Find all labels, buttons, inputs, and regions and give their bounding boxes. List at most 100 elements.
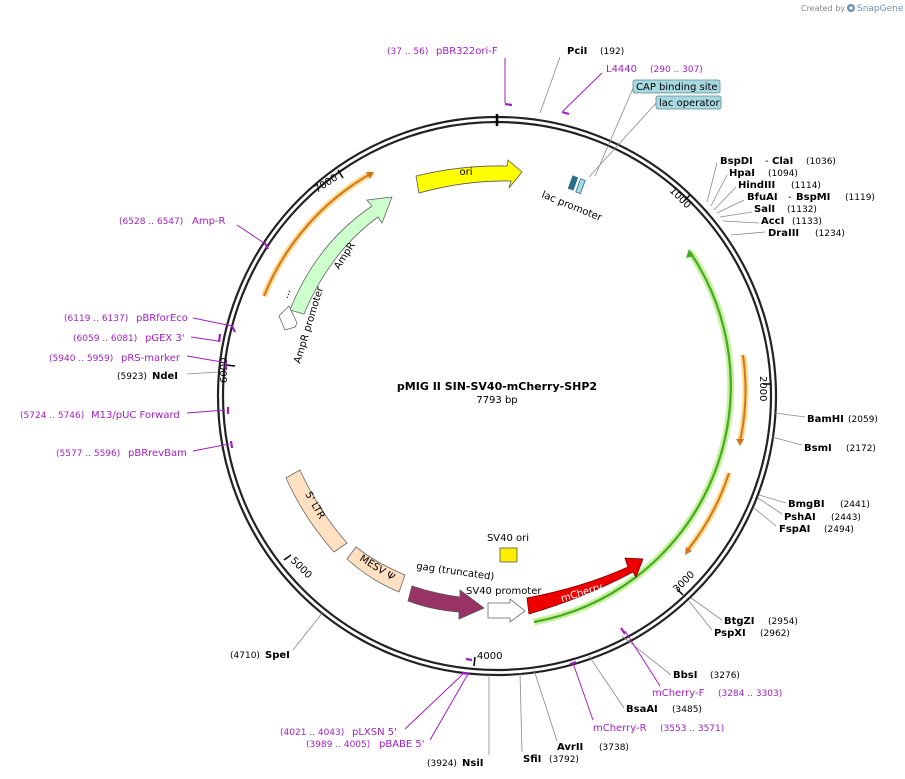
credit-prefix: Created by	[801, 4, 845, 13]
svg-text:(5577 .. 5596): (5577 .. 5596)	[56, 449, 120, 459]
svg-text:lac operator: lac operator	[659, 98, 720, 109]
feature-sv40-promoter[interactable]: SV40 promoter	[466, 586, 542, 623]
svg-text:L4440: L4440	[606, 64, 637, 75]
enzyme-pshai[interactable]: PshAI (2443)	[757, 497, 861, 523]
enzyme-sfii[interactable]: SfiI (3792)	[519, 672, 579, 765]
svg-text:(5923): (5923)	[117, 372, 147, 382]
svg-text:1000: 1000	[667, 185, 693, 211]
svg-text:(3924): (3924)	[427, 759, 457, 769]
feature-5-ltr[interactable]: 5' LTR	[285, 469, 348, 553]
svg-text:NdeI: NdeI	[152, 371, 178, 382]
enzyme-fspai[interactable]: FspAI (2494)	[753, 507, 854, 535]
svg-text:pBRforEco: pBRforEco	[136, 313, 188, 324]
feature-ori[interactable]: ori	[415, 159, 523, 194]
orf-arc-ampr	[261, 170, 374, 298]
enzyme-bfuai-bspmi[interactable]: BfuAI - BspMI (1119)	[716, 192, 875, 214]
enzyme-acci[interactable]: AccI (1133)	[722, 216, 822, 227]
svg-text:(2494): (2494)	[824, 525, 854, 535]
primer-amp-r[interactable]: (6528 .. 6547) Amp-R	[119, 216, 269, 250]
feature-lac-promoter[interactable]: lac promoter	[540, 175, 604, 224]
svg-text:(1133): (1133)	[792, 217, 822, 227]
svg-text:(6119 .. 6137): (6119 .. 6137)	[64, 314, 128, 324]
enzyme-bbsi[interactable]: BbsI (3276)	[621, 635, 740, 681]
cap-binding-site-label[interactable]: CAP binding site	[594, 79, 721, 177]
primer-pbrforeco[interactable]: (6119 .. 6137) pBRforEco	[64, 313, 236, 333]
enzyme-sali[interactable]: SalI (1132)	[719, 204, 817, 218]
svg-text:lac promoter: lac promoter	[540, 190, 604, 225]
svg-text:4000: 4000	[477, 651, 502, 662]
feature-sv40-ori[interactable]: SV40 ori	[487, 533, 529, 563]
svg-text:BspDI: BspDI	[720, 156, 753, 167]
svg-text:pBABE 5': pBABE 5'	[379, 739, 425, 750]
primer-mcherry-f[interactable]: mCherry-F (3284 .. 3303)	[620, 627, 782, 699]
enzyme-bspdi-clai[interactable]: BspDI - ClaI (1036)	[706, 156, 836, 203]
enzyme-pcii[interactable]: PciI (192)	[539, 46, 624, 114]
svg-text:(1036): (1036)	[806, 157, 836, 167]
enzyme-pspxi[interactable]: PspXI (2962)	[688, 600, 790, 639]
svg-text:pBRrevBam: pBRrevBam	[128, 448, 187, 459]
svg-text:(3792): (3792)	[549, 755, 579, 765]
svg-text:Amp-R: Amp-R	[192, 216, 226, 227]
svg-text:(3738): (3738)	[599, 743, 629, 753]
lac-operator-label[interactable]: lac operator	[588, 95, 722, 178]
enzyme-spei[interactable]: (4710) SpeI	[230, 611, 324, 661]
svg-text:(1094): (1094)	[768, 169, 798, 179]
svg-text:(3553 .. 3571): (3553 .. 3571)	[660, 724, 724, 734]
svg-text:BamHI: BamHI	[807, 414, 844, 425]
enzyme-bamhi[interactable]: BamHI (2059)	[774, 412, 878, 425]
primer-m13-puc-forward[interactable]: (5724 .. 5746) M13/pUC Forward	[20, 407, 230, 421]
enzyme-bsmi[interactable]: BsmI (2172)	[771, 436, 876, 454]
svg-text:ori: ori	[459, 167, 472, 178]
tick-3000: 3000	[671, 569, 697, 596]
svg-text:(2441): (2441)	[840, 500, 870, 510]
primer-mcherry-r[interactable]: mCherry-R (3553 .. 3571)	[569, 660, 724, 734]
enzyme-avrii[interactable]: AvrII (3738)	[533, 669, 629, 753]
svg-text:3000: 3000	[671, 569, 697, 595]
feature-mesv-psi[interactable]: MESV Ψ	[346, 546, 406, 593]
svg-text:pBR322ori-F: pBR322ori-F	[436, 46, 498, 57]
svg-text:BtgZI: BtgZI	[724, 616, 755, 627]
enzyme-bsaai[interactable]: BsaAI (3485)	[588, 655, 702, 715]
enzyme-hpai[interactable]: HpaI (1094)	[710, 168, 798, 207]
svg-text:M13/pUC Forward: M13/pUC Forward	[91, 410, 180, 421]
primer-plxsn[interactable]: (4021 .. 4043) pLXSN 5'	[280, 657, 473, 738]
svg-text:6000: 6000	[219, 358, 230, 383]
svg-text:(3284 .. 3303): (3284 .. 3303)	[718, 689, 782, 699]
svg-text:SpeI: SpeI	[265, 650, 290, 661]
orf-arc-inner-1	[736, 354, 749, 446]
svg-text:DraIII: DraIII	[768, 228, 799, 239]
feature-ampr[interactable]: AmpR ···	[282, 196, 393, 315]
enzyme-bmgbi[interactable]: BmgBI (2441)	[758, 494, 870, 510]
primer-pbrrevbam[interactable]: (5577 .. 5596) pBRrevBam	[56, 440, 234, 459]
svg-text:(6059 .. 6081): (6059 .. 6081)	[73, 334, 137, 344]
svg-text:(4021 .. 4043): (4021 .. 4043)	[280, 728, 344, 738]
enzyme-nsii[interactable]: (3924) NsiI	[427, 675, 490, 769]
enzyme-draiii[interactable]: DraIII (1234)	[730, 228, 845, 239]
primer-pgex-3[interactable]: (6059 .. 6081) pGEX 3'	[73, 333, 222, 344]
svg-text:PciI: PciI	[567, 46, 587, 57]
svg-text:mCherry-F: mCherry-F	[652, 688, 705, 699]
svg-text:(1234): (1234)	[815, 229, 845, 239]
svg-text:PshAI: PshAI	[784, 512, 816, 523]
primer-prs-marker[interactable]: (5940 .. 5959) pRS-marker	[49, 353, 228, 370]
enzyme-ndei[interactable]: (5923) NdeI	[117, 371, 219, 382]
orf-arc-inner-2	[684, 472, 732, 555]
svg-text:BspMI: BspMI	[796, 192, 830, 203]
tick-5000: 5000	[283, 554, 314, 581]
svg-text:BmgBI: BmgBI	[788, 499, 825, 510]
primer-l4440[interactable]: L4440 (290 .. 307)	[561, 64, 703, 116]
svg-text:HindIII: HindIII	[738, 180, 775, 191]
primer-pbr322ori-f[interactable]: (37 .. 56) pBR322ori-F	[387, 46, 513, 107]
svg-text:(192): (192)	[600, 47, 624, 57]
svg-text:BsmI: BsmI	[804, 443, 832, 454]
primer-pbabe[interactable]: (3989 .. 4005) pBABE 5'	[306, 671, 470, 750]
svg-text:pRS-marker: pRS-marker	[121, 353, 181, 364]
tick-4000: 4000	[473, 651, 502, 667]
svg-text:(2962): (2962)	[760, 629, 790, 639]
enzyme-btgzi[interactable]: BtgZI (2954)	[690, 597, 798, 627]
svg-text:(3276): (3276)	[710, 671, 740, 681]
svg-text:SalI: SalI	[754, 204, 775, 215]
enzyme-hindiii[interactable]: HindIII (1114)	[713, 180, 821, 211]
orf-arc-mcherry-green	[533, 249, 735, 626]
